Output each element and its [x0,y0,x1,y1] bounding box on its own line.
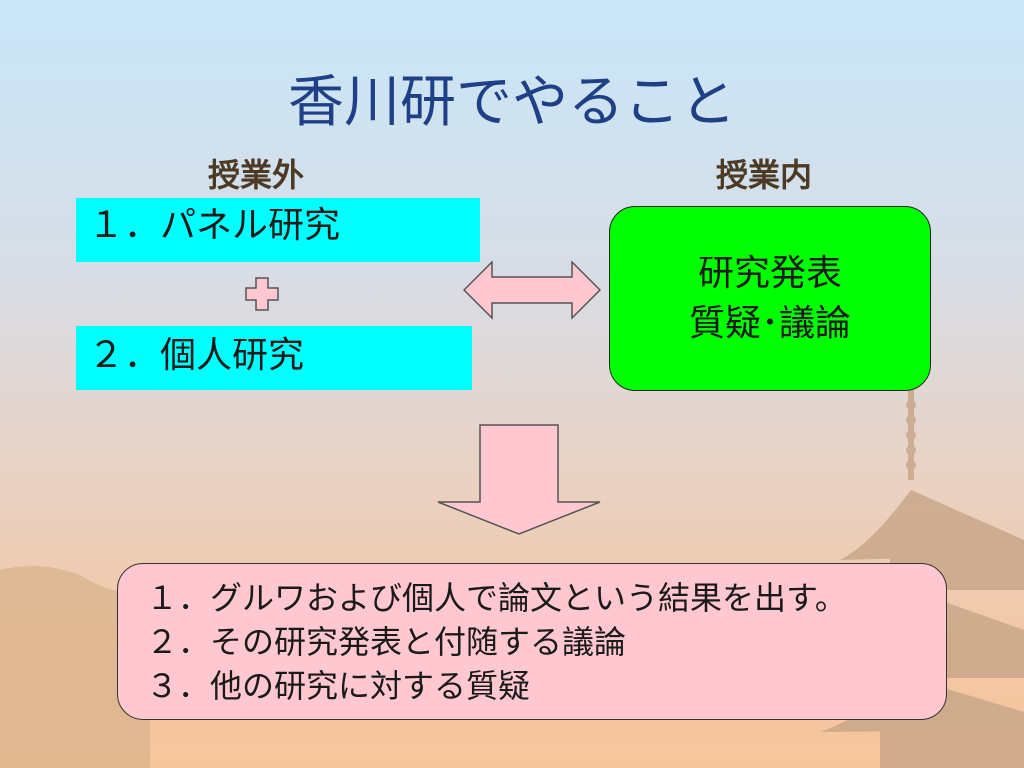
panel-research-box: １．パネル研究 [76,198,480,262]
in-class-line-1: 研究発表 [697,253,842,294]
down-arrow-icon [437,424,601,535]
hills [0,566,150,768]
plus-icon [245,277,279,311]
summary-box: １．グルワおよび個人で論文という結果を出す。 ２．その研究発表と付随する議論 ３… [117,563,947,720]
double-arrow-icon [462,260,602,320]
in-class-line-2: 質疑･議論 [688,303,851,344]
summary-item: ３．他の研究に対する質疑 [146,667,531,705]
in-class-activity-box: 研究発表 質疑･議論 [609,206,931,391]
slide-title: 香川研でやること [288,70,736,135]
individual-research-box: ２．個人研究 [76,326,472,390]
summary-item: １．グルワおよび個人で論文という結果を出す。 [146,579,847,617]
label-inside-class: 授業内 [716,156,813,194]
summary-item: ２．その研究発表と付随する議論 [146,623,627,661]
label-outside-class: 授業外 [208,156,305,194]
